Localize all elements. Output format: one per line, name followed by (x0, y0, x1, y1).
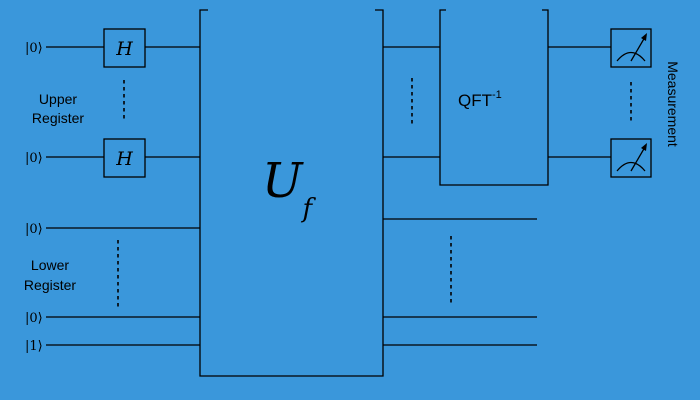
hadamard-label-1: H (115, 38, 133, 60)
input-ket-upper-1: |0⟩ (25, 41, 43, 56)
measurement-gate-2 (610, 138, 652, 178)
lower-register-label-line2: Register (24, 277, 76, 293)
input-ket-upper-2: |0⟩ (25, 151, 43, 166)
input-ket-lower-2: |0⟩ (25, 311, 43, 326)
upper-register-label-line1: Upper (39, 91, 77, 107)
measurement-label: Measurement (665, 61, 681, 147)
oracle-label-main: U (262, 153, 304, 209)
oracle-block (199, 9, 384, 377)
meter-arc-1 (616, 51, 646, 62)
hadamard-gate-2 (103, 138, 146, 178)
meter-needle-2 (630, 146, 646, 172)
qft-label-main: QFT (458, 91, 492, 110)
input-ket-lower-1: |0⟩ (25, 222, 43, 237)
input-ket-lower-3: |1⟩ (25, 339, 43, 354)
qft-inverse-label: QFT-1 (458, 89, 502, 110)
meter-needle-head-2 (641, 143, 647, 151)
meter-needle-head-1 (641, 33, 647, 41)
meter-needle-1 (630, 36, 646, 62)
upper-register-label-line2: Register (32, 110, 84, 126)
meter-arc-2 (616, 161, 646, 172)
hadamard-label-2: H (115, 148, 133, 170)
oracle-label: Uf (262, 153, 316, 224)
meter-box-2 (610, 138, 652, 178)
meter-box-1 (610, 28, 652, 68)
hadamard-gate-1 (103, 28, 146, 68)
oracle-label-sub: f (300, 194, 316, 224)
qft-inverse-block (439, 9, 549, 186)
qft-label-sup: -1 (492, 89, 502, 101)
measurement-gate-1 (610, 28, 652, 68)
lower-register-label-line1: Lower (31, 257, 69, 273)
